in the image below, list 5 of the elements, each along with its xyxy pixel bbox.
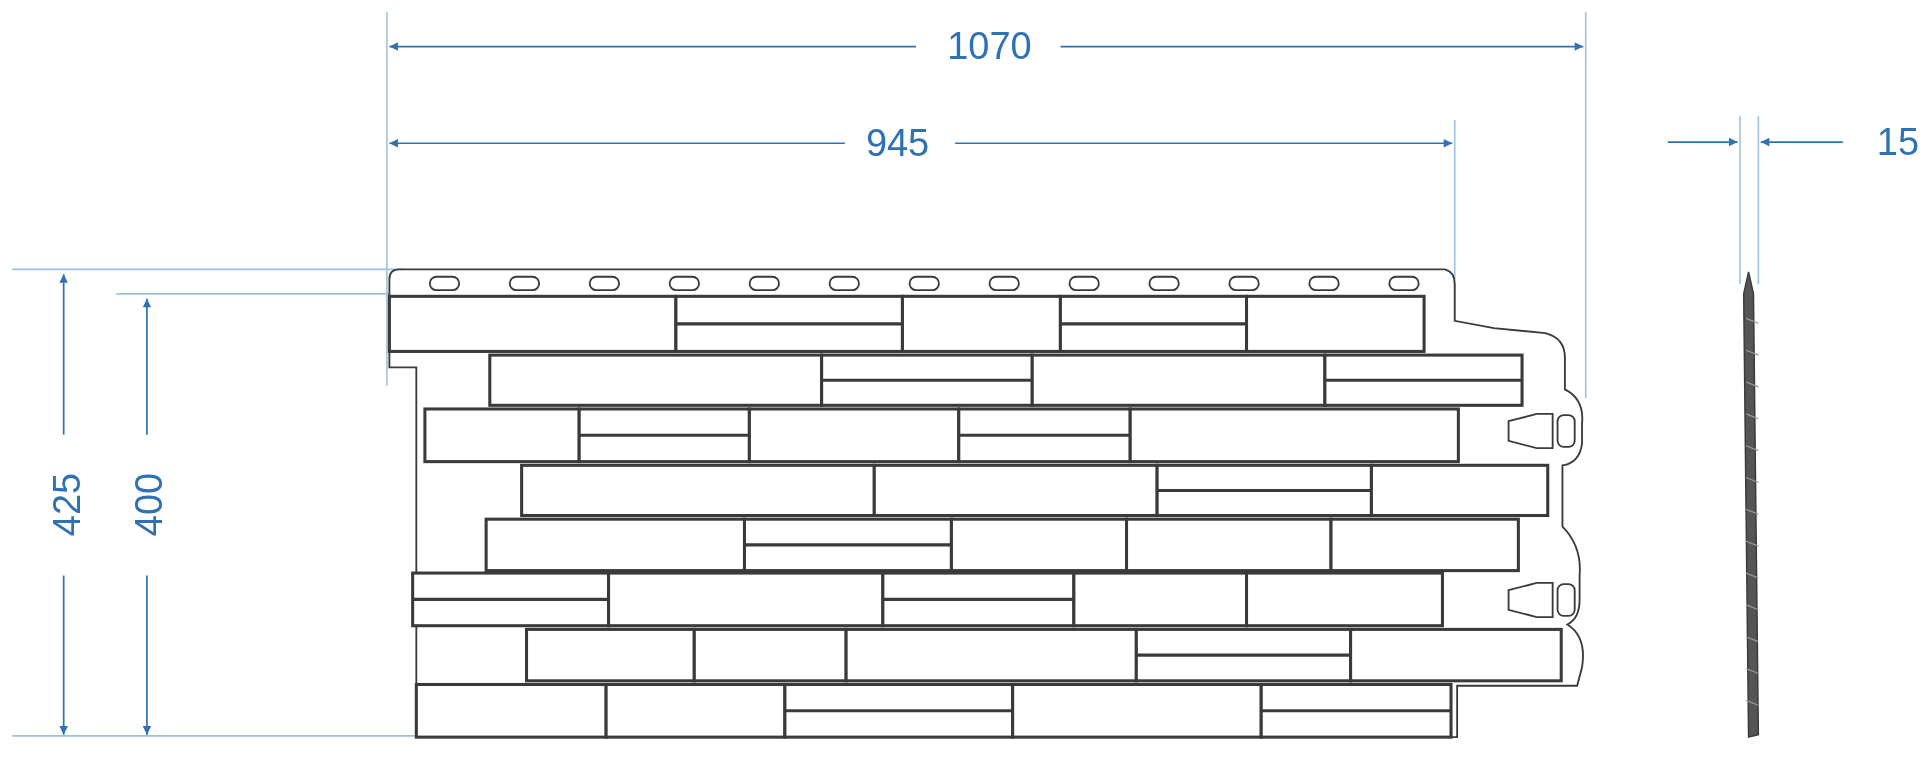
dimension-label: 400 (130, 472, 169, 537)
dimension-label: 15 (1876, 123, 1920, 161)
dimension-label: 425 (48, 472, 87, 537)
dimension-label: 945 (865, 124, 930, 163)
dimension-label: 1070 (947, 27, 1032, 66)
